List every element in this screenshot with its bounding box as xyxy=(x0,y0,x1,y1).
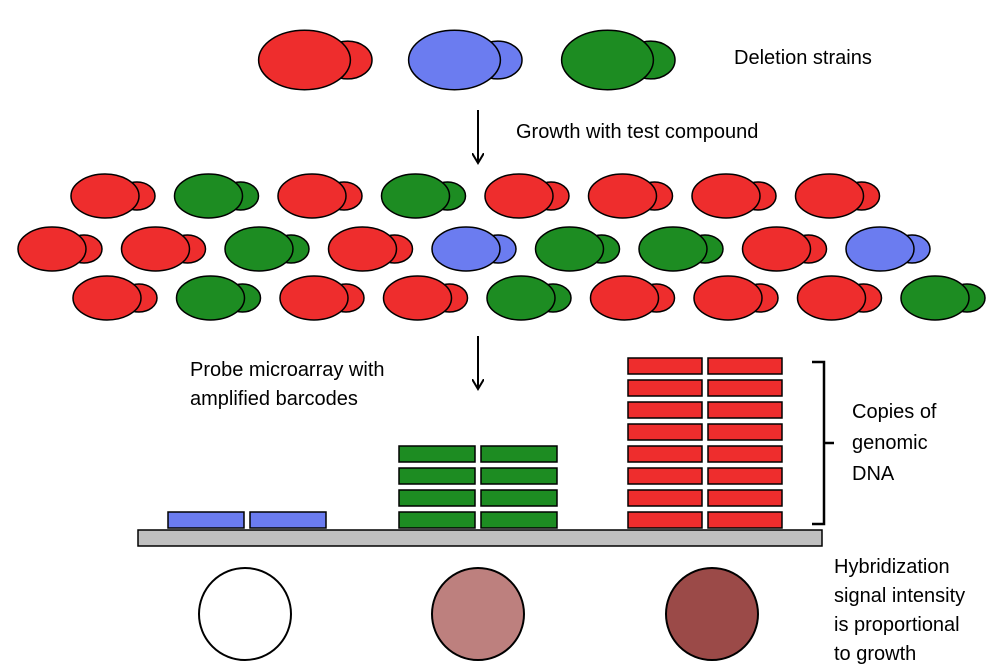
barcode-copy xyxy=(627,489,703,507)
grown-strain-cell-green xyxy=(224,226,310,272)
probe-label-line1: Probe microarray with xyxy=(190,359,385,381)
grown-strain-cell-green xyxy=(175,275,262,321)
grown-strain-cell-red xyxy=(72,275,158,321)
barcode-copy xyxy=(627,357,703,375)
barcode-copy xyxy=(627,445,703,463)
grown-strain-cell-green xyxy=(486,275,572,321)
barcode-copy xyxy=(707,423,783,441)
barcode-copy xyxy=(398,489,476,507)
grown-population-group xyxy=(17,173,986,321)
copies-label-line1: Copies of xyxy=(852,401,937,423)
barcode-copy xyxy=(627,423,703,441)
growth-step-label: Growth with test compound xyxy=(516,121,758,143)
barcode-copy xyxy=(707,489,783,507)
grown-strain-cell-red xyxy=(587,173,674,219)
grown-strain-cell-red xyxy=(277,173,363,219)
barcode-copy xyxy=(167,511,245,529)
barcode-copy xyxy=(480,445,558,463)
grown-strain-cell-red xyxy=(382,275,469,321)
signal-spot-medium xyxy=(431,567,525,661)
barcode-copy xyxy=(707,445,783,463)
grown-strain-cell-green xyxy=(900,275,986,321)
barcode-copy xyxy=(480,511,558,529)
barcode-stack-blue xyxy=(167,511,327,529)
grown-strain-cell-green xyxy=(534,226,621,272)
hybridization-label-line2: signal intensity xyxy=(834,585,965,607)
signal-spot-strong xyxy=(665,567,759,661)
deletion-strains-group xyxy=(257,29,676,91)
deletion-strain-cell-blue xyxy=(407,29,523,91)
grown-strain-cell-blue xyxy=(845,226,931,272)
grown-strain-cell-red xyxy=(484,173,570,219)
barcode-stacks-group xyxy=(167,357,783,529)
hybridization-label-line1: Hybridization xyxy=(834,556,950,578)
deletion-strain-cell-green xyxy=(560,29,676,91)
barcode-copy xyxy=(627,511,703,529)
barcode-stack-green xyxy=(398,445,558,529)
barcode-copy xyxy=(398,445,476,463)
barcode-copy xyxy=(480,467,558,485)
microarray-slide xyxy=(137,529,823,547)
copies-bracket xyxy=(812,360,834,526)
barcode-copy xyxy=(627,401,703,419)
hybridization-label-line4: to growth xyxy=(834,643,916,665)
grown-strain-cell-green xyxy=(380,173,467,219)
grown-strain-cell-red xyxy=(741,226,828,272)
grown-strain-cell-red xyxy=(120,226,207,272)
grown-strain-cell-red xyxy=(796,275,883,321)
barcode-copy xyxy=(249,511,327,529)
grown-strain-cell-red xyxy=(794,173,881,219)
barcode-copy xyxy=(707,357,783,375)
deletion-strains-label: Deletion strains xyxy=(734,47,872,69)
probe-label-line2: amplified barcodes xyxy=(190,388,358,410)
grown-strain-cell-green xyxy=(638,226,724,272)
grown-strain-cell-blue xyxy=(431,226,517,272)
barcode-copy xyxy=(707,511,783,529)
barcode-copy xyxy=(398,511,476,529)
barcode-copy xyxy=(398,467,476,485)
grown-strain-cell-red xyxy=(691,173,777,219)
grown-strain-cell-red xyxy=(589,275,676,321)
barcode-copy xyxy=(707,401,783,419)
copies-label-line2: genomic xyxy=(852,432,928,454)
copies-label-line3: DNA xyxy=(852,463,895,485)
grown-strain-cell-red xyxy=(327,226,414,272)
grown-strain-cell-red xyxy=(17,226,103,272)
barcode-copy xyxy=(627,379,703,397)
barcode-copy xyxy=(627,467,703,485)
grown-strain-cell-green xyxy=(173,173,260,219)
barcode-copy xyxy=(707,467,783,485)
grown-strain-cell-red xyxy=(279,275,365,321)
grown-strain-cell-red xyxy=(693,275,779,321)
signal-spots-group xyxy=(198,567,759,661)
hybridization-label-line3: is proportional xyxy=(834,614,960,636)
grown-strain-cell-red xyxy=(70,173,156,219)
barcode-copy xyxy=(480,489,558,507)
barcode-stack-red xyxy=(627,357,783,529)
signal-spot-none xyxy=(198,567,292,661)
deletion-strain-cell-red xyxy=(257,29,373,91)
barcode-copy xyxy=(707,379,783,397)
